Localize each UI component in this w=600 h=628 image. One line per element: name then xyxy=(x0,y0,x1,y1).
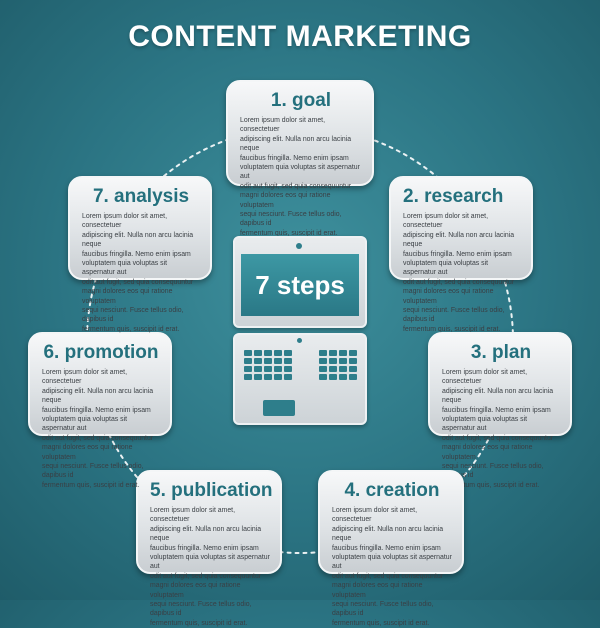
step-heading: 6. promotion xyxy=(43,342,159,363)
step-heading: 2. research xyxy=(403,186,504,207)
step-card-promotion: 6. promotion Lorem ipsum dolor sit amet,… xyxy=(28,332,172,489)
step-card-analysis: 7. analysis Lorem ipsum dolor sit amet, … xyxy=(68,176,212,333)
center-label: 7 steps xyxy=(241,254,359,316)
camera-dot xyxy=(296,243,302,249)
step-description: Lorem ipsum dolor sit amet, consectetuer… xyxy=(42,369,154,489)
keyboard-keys-right xyxy=(319,350,357,380)
step-description: Lorem ipsum dolor sit amet, consectetuer… xyxy=(403,213,515,333)
step-card-goal: 1. goal Lorem ipsum dolor sit amet, cons… xyxy=(226,80,374,237)
keyboard-dot xyxy=(297,338,302,343)
step-description: Lorem ipsum dolor sit amet, consectetuer… xyxy=(150,507,270,627)
step-card-plan: 3. plan Lorem ipsum dolor sit amet, cons… xyxy=(428,332,572,489)
step-card-creation: 4. creation Lorem ipsum dolor sit amet, … xyxy=(318,470,464,627)
step-description: Lorem ipsum dolor sit amet, consectetuer… xyxy=(240,117,360,237)
step-heading: 7. analysis xyxy=(92,186,190,207)
step-heading: 1. goal xyxy=(270,90,332,111)
touchpad xyxy=(263,400,295,416)
step-card-research: 2. research Lorem ipsum dolor sit amet, … xyxy=(389,176,533,333)
page-title: CONTENT MARKETING xyxy=(128,20,472,53)
step-description: Lorem ipsum dolor sit amet, consectetuer… xyxy=(442,369,554,489)
step-heading: 5. publication xyxy=(150,480,273,501)
step-heading: 4. creation xyxy=(344,480,440,501)
step-description: Lorem ipsum dolor sit amet, consectetuer… xyxy=(332,507,452,627)
step-description: Lorem ipsum dolor sit amet, consectetuer… xyxy=(82,213,194,333)
keyboard-keys-left xyxy=(244,350,292,380)
step-heading: 3. plan xyxy=(470,342,532,363)
